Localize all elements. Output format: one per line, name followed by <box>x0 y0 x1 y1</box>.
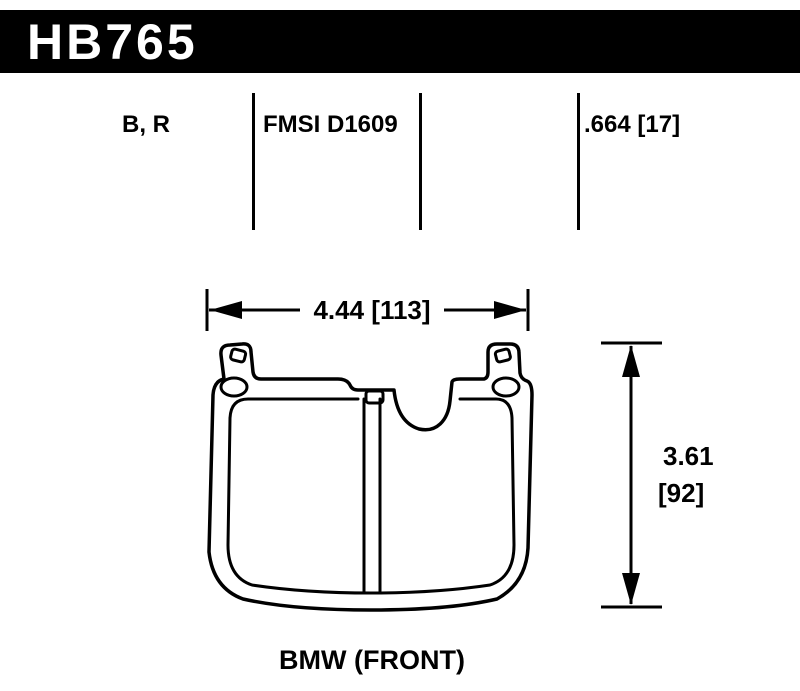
height-dimension-label-secondary: [92] <box>658 478 704 508</box>
width-dim-label-mask <box>300 291 444 329</box>
width-dimension-label: 4.44 [113] <box>313 295 430 325</box>
right-ear-hole <box>493 347 512 364</box>
spec-fmsi-number: FMSI D1609 <box>263 111 398 138</box>
width-dimension <box>205 289 530 331</box>
spec-divider-2 <box>419 93 422 230</box>
part-number: HB765 <box>27 13 198 70</box>
height-dimension-label-primary: 3.61 <box>663 441 714 471</box>
center-tab-hole <box>364 389 385 405</box>
width-dim-arrowhead-left-icon <box>210 301 242 319</box>
friction-material-outline <box>226 397 516 595</box>
height-dim-arrowhead-up-icon <box>622 345 640 377</box>
spec-divider-1 <box>252 93 255 230</box>
spec-pad-thickness: .664 [17] <box>584 111 681 138</box>
brake-pad-drawing <box>207 342 534 612</box>
backing-plate-outline <box>207 342 534 612</box>
left-ear-hole <box>229 347 248 364</box>
width-dim-arrowhead-right-icon <box>494 301 526 319</box>
part-number-banner: HB765 <box>0 10 800 73</box>
vehicle-caption: BMW (FRONT) <box>279 645 465 675</box>
spec-divider-3 <box>577 93 580 230</box>
left-abutment-hole <box>219 376 249 398</box>
height-dim-arrowhead-down-icon <box>622 573 640 605</box>
right-abutment-hole <box>491 376 521 398</box>
spec-compound-codes: B, R <box>122 111 170 138</box>
height-dimension <box>601 341 662 609</box>
